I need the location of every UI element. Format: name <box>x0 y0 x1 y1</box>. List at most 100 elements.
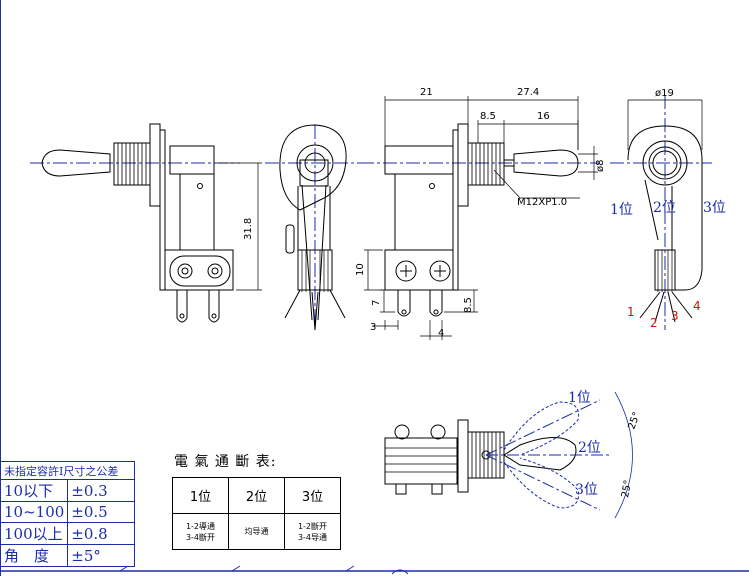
electrical-table-title: 電 氣 通 斷 表: <box>174 454 277 470</box>
pivot-hole <box>197 183 203 189</box>
dim-10: 10 <box>355 263 366 276</box>
right-lever-lines <box>644 179 673 250</box>
side-view <box>360 96 600 340</box>
dim-31-8: 31.8 <box>243 218 254 240</box>
lp-screw-1 <box>394 424 410 440</box>
screw-right-inner <box>211 267 219 275</box>
elec-header-3: 3位 <box>284 477 341 514</box>
dim-31-8-lines <box>218 162 262 291</box>
right-terminal-block <box>654 249 676 291</box>
lp-plate <box>457 419 469 493</box>
elec-cell-1-line1: 1-2導通 <box>185 521 216 531</box>
side-terminal-block <box>384 249 454 291</box>
tolerance-value: ±0.5 <box>67 501 136 523</box>
dim-7: 7 <box>371 300 382 306</box>
dim-27-4: 27.4 <box>517 87 539 98</box>
end-plate-outline <box>279 124 347 211</box>
elec-cell-3-line2: 3-4导通 <box>297 532 328 542</box>
elec-cell-2-line1: 均导通 <box>244 527 269 536</box>
end-terminal-lines <box>301 250 329 292</box>
lp-position-3: 3位 <box>575 482 598 498</box>
right-plate-outline <box>627 125 703 291</box>
tolerance-value: ±5° <box>67 544 136 567</box>
tolerance-table: 未指定容許Ⅰ尺寸之公差 10以下±0.3 10~100±0.5 100以上±0.… <box>0 461 136 567</box>
thread-label: M12XP1.0 <box>517 197 567 208</box>
dim-16: 16 <box>537 111 550 122</box>
elec-cell-3-line1: 1-2斷开 <box>297 521 328 531</box>
lp-angle-arc <box>614 391 633 519</box>
position-1-label: 1位 <box>610 202 633 218</box>
lug-hole-2 <box>211 313 217 319</box>
tolerance-range: 10~100 <box>0 501 69 523</box>
end-wires <box>284 184 346 331</box>
screw-left <box>177 263 193 279</box>
tolerance-value: ±0.8 <box>67 522 136 545</box>
tolerance-row: 10以下±0.3 <box>0 479 136 502</box>
lever-tip <box>41 149 111 177</box>
side-body-sides <box>394 146 454 250</box>
elec-header-2: 2位 <box>228 477 285 514</box>
end-side-clip <box>285 224 295 254</box>
side-lug-hole-1 <box>401 309 407 315</box>
dim-4: 4 <box>438 328 444 339</box>
end-bushing-inner <box>304 152 326 174</box>
side-shaft <box>504 159 514 167</box>
dim-phi8: ø8 <box>595 160 606 172</box>
pin-1: 1 <box>627 305 635 319</box>
position-3-label: 3位 <box>703 200 726 216</box>
lp-lower-line <box>485 454 601 511</box>
end-body-sides <box>297 186 331 250</box>
dim-3: 3 <box>370 322 376 333</box>
dim-8-5-top: 8.5 <box>480 111 496 122</box>
title-block-edge <box>119 565 409 575</box>
right-bushing-ring <box>648 146 682 180</box>
pin-3: 3 <box>671 309 679 323</box>
lp-position-1: 1位 <box>568 390 591 406</box>
lp-body <box>384 437 458 485</box>
pin-2: 2 <box>650 316 658 330</box>
tolerance-range: 10以下 <box>0 479 69 502</box>
elec-cell-1-line2: 3-4斷开 <box>185 532 216 542</box>
angle-upper: 25° <box>626 411 642 431</box>
body-sides <box>179 146 215 250</box>
dim-8-5-right: 8.5 <box>463 297 474 313</box>
dim-phi19: ø19 <box>655 88 674 99</box>
lp-position-2: 2位 <box>578 440 601 456</box>
side-screw-left <box>395 260 417 282</box>
bushing-thread <box>113 142 151 186</box>
side-lug-hole-2 <box>433 309 439 315</box>
right-wires <box>639 291 693 323</box>
side-pivot-hole <box>429 183 435 189</box>
mounting-plate <box>149 123 161 207</box>
side-screw-right-cross <box>434 265 446 277</box>
solder-lugs <box>176 290 220 323</box>
elec-cell-2: 均导通 <box>228 513 285 550</box>
actuator-block <box>169 145 215 175</box>
right-bushing-outer <box>642 140 688 186</box>
side-actuator <box>384 145 454 175</box>
elec-header-1: 1位 <box>172 477 229 514</box>
end-body <box>299 159 329 187</box>
front-view <box>30 123 262 323</box>
right-end-view <box>610 95 712 330</box>
side-bushing <box>467 142 505 186</box>
side-frame <box>452 129 459 291</box>
position-2-label: 2位 <box>653 200 676 216</box>
end-view <box>265 124 360 331</box>
tolerance-header: 未指定容許Ⅰ尺寸之公差 <box>0 461 136 480</box>
dim-phi19-lines <box>627 99 703 150</box>
right-bushing-inner <box>652 150 678 176</box>
lp-lever-center <box>503 437 577 471</box>
angle-lower: 25° <box>620 479 634 498</box>
side-lugs <box>397 290 443 317</box>
tolerance-range: 角 度 <box>0 544 69 567</box>
tolerance-row: 100以上±0.8 <box>0 522 136 545</box>
pin-4: 4 <box>693 299 701 313</box>
terminal-block <box>164 249 234 291</box>
tolerance-row: 角 度±5° <box>0 544 136 567</box>
dim-21: 21 <box>420 87 433 98</box>
